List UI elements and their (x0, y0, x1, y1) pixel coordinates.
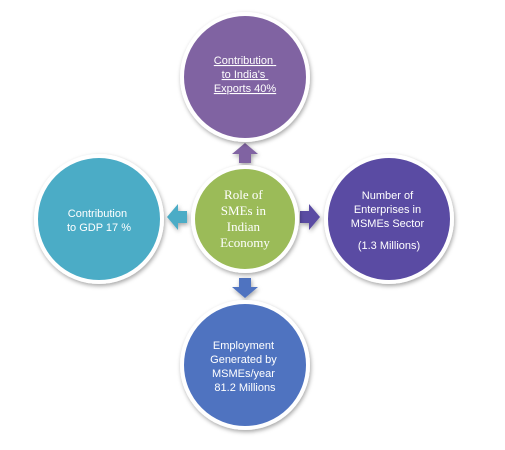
node-exports: Contribution to India's Exports 40% (180, 12, 310, 142)
center-line-2: SMEs in (221, 203, 267, 218)
svg-text:Contribution to GDP 17 %: Contribution to GDP 17 % (67, 208, 131, 234)
node-employment: Employment Generated by MSMEs/year 81.2 … (180, 300, 310, 430)
node-enterprises-line-2: Enterprises in (354, 204, 421, 216)
node-exports-line-2: to India's (222, 69, 266, 81)
arrow-right-icon (300, 204, 320, 230)
svg-text:Number of Enterprises i: Number of Enterprises in MSMEs Sector (1… (351, 190, 427, 252)
arrow-down-icon (232, 278, 258, 298)
arrow-up-icon (232, 143, 258, 163)
node-enterprises-line-4: (1.3 Millions) (358, 240, 420, 252)
node-exports-line-1: Contribution (214, 55, 273, 67)
node-employment-line-2: Generated by (210, 354, 277, 366)
node-center-role: Role of SMEs in Indian Economy (191, 165, 299, 273)
svg-text:Role of SMEs in In: Role of SMEs in Indian Economy (220, 187, 270, 250)
svg-text:Contribution to India's: Contribution to India's Exports 40% (214, 55, 277, 95)
node-enterprises: Number of Enterprises in MSMEs Sector (1… (324, 154, 454, 284)
center-line-4: Economy (220, 235, 270, 250)
center-line-3: Indian (227, 219, 261, 234)
node-gdp: Contribution to GDP 17 % (34, 154, 164, 284)
node-enterprises-line-3: MSMEs Sector (351, 218, 425, 230)
node-employment-line-4: 81.2 Millions (214, 382, 276, 394)
node-gdp-line-1: Contribution (68, 208, 127, 220)
node-employment-line-1: Employment (213, 340, 274, 352)
node-gdp-line-2: to GDP 17 % (67, 222, 131, 234)
node-employment-line-3: MSMEs/year (212, 368, 275, 380)
arrow-left-icon (167, 204, 187, 230)
node-enterprises-line-1: Number of (362, 190, 414, 202)
svg-text:Employment Generated by: Employment Generated by MSMEs/year 81.2 … (210, 340, 280, 394)
node-exports-line-3: Exports 40% (214, 83, 277, 95)
center-line-1: Role of (224, 187, 263, 202)
